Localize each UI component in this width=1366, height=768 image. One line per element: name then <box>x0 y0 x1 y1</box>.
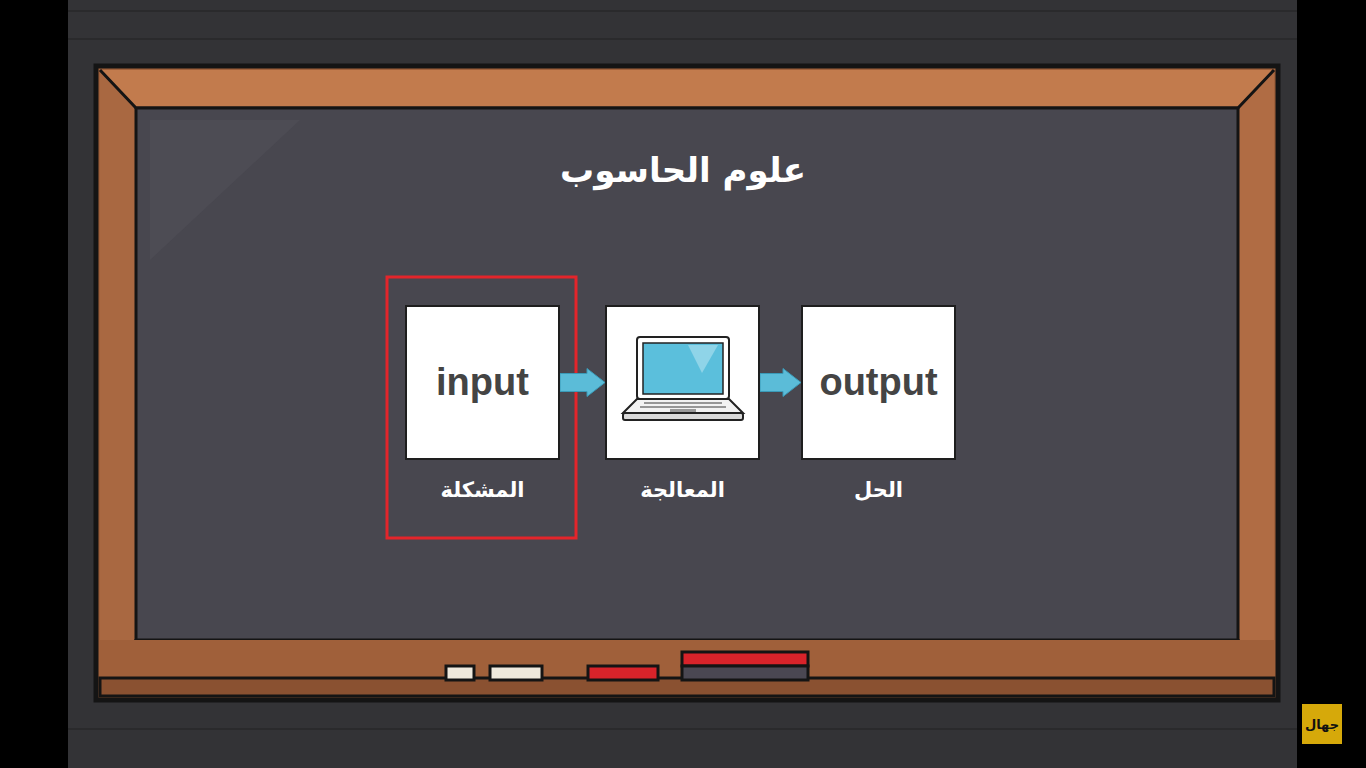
box-face <box>605 305 760 460</box>
box-face: input <box>405 305 560 460</box>
process-box: output الحل <box>801 305 956 502</box>
flow-arrow <box>760 369 801 397</box>
box-caption: المشكلة <box>405 478 560 502</box>
channel-logo: جهال <box>1302 704 1342 744</box>
laptop-icon <box>618 333 748 433</box>
box-caption: الحل <box>801 478 956 502</box>
flow-arrow <box>560 369 605 397</box>
diagram-title: علوم الحاسوب <box>383 150 983 190</box>
box-text: output <box>819 361 937 404</box>
process-box: input المشكلة <box>405 305 560 502</box>
box-caption: المعالجة <box>605 478 760 502</box>
process-box: المعالجة <box>605 305 760 502</box>
box-face: output <box>801 305 956 460</box>
box-text: input <box>436 361 529 404</box>
